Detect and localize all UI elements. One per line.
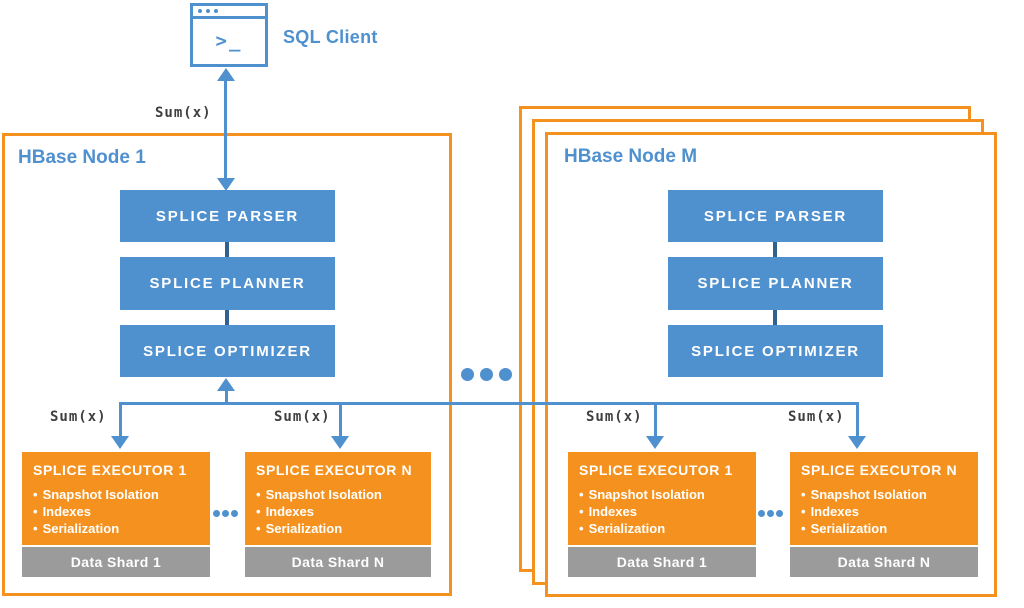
executor-feature: •Snapshot Isolation <box>33 487 159 502</box>
bullet-icon: • <box>801 504 806 519</box>
splice-parser-box: SPLICE PARSER <box>120 190 335 242</box>
splice-executor-box: SPLICE EXECUTOR N •Snapshot Isolation •I… <box>790 452 978 545</box>
arrow-down-icon <box>111 436 129 449</box>
data-shard-box: Data Shard N <box>245 547 431 577</box>
bullet-icon: • <box>579 521 584 536</box>
pipeline-connector <box>225 310 229 325</box>
sum-label: Sum(x) <box>788 409 845 425</box>
bullet-icon: • <box>801 521 806 536</box>
bullet-icon: • <box>33 521 38 536</box>
optimizer-return-line <box>225 391 228 402</box>
prompt-glyph: >_ <box>215 29 243 52</box>
branch-line <box>339 405 342 436</box>
node-title: HBase Node M <box>564 146 698 167</box>
data-shard-box: Data Shard 1 <box>22 547 210 577</box>
window-dot-icon <box>206 9 210 13</box>
distribution-bus-line <box>119 402 859 405</box>
executor-title: SPLICE EXECUTOR 1 <box>579 462 733 478</box>
branch-line <box>119 405 122 436</box>
pipeline-connector <box>225 242 229 257</box>
executor-feature: •Indexes <box>33 504 91 519</box>
branch-line <box>856 405 859 436</box>
bullet-icon: • <box>256 504 261 519</box>
executor-feature: •Serialization <box>801 521 888 536</box>
terminal-prompt-icon: >_ <box>193 19 265 62</box>
splice-executor-box: SPLICE EXECUTOR 1 •Snapshot Isolation •I… <box>22 452 210 545</box>
sql-client-window-icon: >_ <box>190 3 268 67</box>
bullet-icon: • <box>579 504 584 519</box>
bullet-icon: • <box>801 487 806 502</box>
executor-feature: •Snapshot Isolation <box>256 487 382 502</box>
executor-ellipsis <box>758 510 783 517</box>
client-query-arrow-line <box>224 80 227 178</box>
executor-feature: •Serialization <box>33 521 120 536</box>
branch-line <box>654 405 657 436</box>
bullet-icon: • <box>579 487 584 502</box>
executor-title: SPLICE EXECUTOR N <box>256 462 413 478</box>
executor-feature: •Serialization <box>256 521 343 536</box>
splice-optimizer-box: SPLICE OPTIMIZER <box>120 325 335 377</box>
splice-executor-box: SPLICE EXECUTOR 1 •Snapshot Isolation •I… <box>568 452 756 545</box>
window-dot-icon <box>198 9 202 13</box>
executor-title: SPLICE EXECUTOR 1 <box>33 462 187 478</box>
window-titlebar <box>193 6 265 19</box>
node-ellipsis <box>461 368 512 381</box>
sum-label: Sum(x) <box>155 105 212 121</box>
executor-feature: •Snapshot Isolation <box>579 487 705 502</box>
splice-optimizer-box: SPLICE OPTIMIZER <box>668 325 883 377</box>
arrow-down-icon <box>331 436 349 449</box>
sum-label: Sum(x) <box>50 409 107 425</box>
splice-planner-box: SPLICE PLANNER <box>668 257 883 310</box>
splice-executor-box: SPLICE EXECUTOR N •Snapshot Isolation •I… <box>245 452 431 545</box>
sql-client-label: SQL Client <box>283 27 378 47</box>
bullet-icon: • <box>256 487 261 502</box>
executor-feature: •Snapshot Isolation <box>801 487 927 502</box>
executor-feature: •Indexes <box>579 504 637 519</box>
arrow-down-icon <box>646 436 664 449</box>
arrow-down-icon <box>217 178 235 191</box>
data-shard-box: Data Shard N <box>790 547 978 577</box>
arrow-up-icon <box>217 378 235 391</box>
pipeline-connector <box>773 242 777 257</box>
arrow-up-icon <box>217 68 235 81</box>
splice-planner-box: SPLICE PLANNER <box>120 257 335 310</box>
pipeline-connector <box>773 310 777 325</box>
executor-feature: •Indexes <box>256 504 314 519</box>
executor-ellipsis <box>213 510 238 517</box>
bullet-icon: • <box>33 487 38 502</box>
executor-title: SPLICE EXECUTOR N <box>801 462 958 478</box>
window-dot-icon <box>214 9 218 13</box>
data-shard-box: Data Shard 1 <box>568 547 756 577</box>
node-title: HBase Node 1 <box>18 147 146 168</box>
sum-label: Sum(x) <box>586 409 643 425</box>
sum-label: Sum(x) <box>274 409 331 425</box>
executor-feature: •Serialization <box>579 521 666 536</box>
bullet-icon: • <box>256 521 261 536</box>
splice-parser-box: SPLICE PARSER <box>668 190 883 242</box>
arrow-down-icon <box>848 436 866 449</box>
bullet-icon: • <box>33 504 38 519</box>
executor-feature: •Indexes <box>801 504 859 519</box>
